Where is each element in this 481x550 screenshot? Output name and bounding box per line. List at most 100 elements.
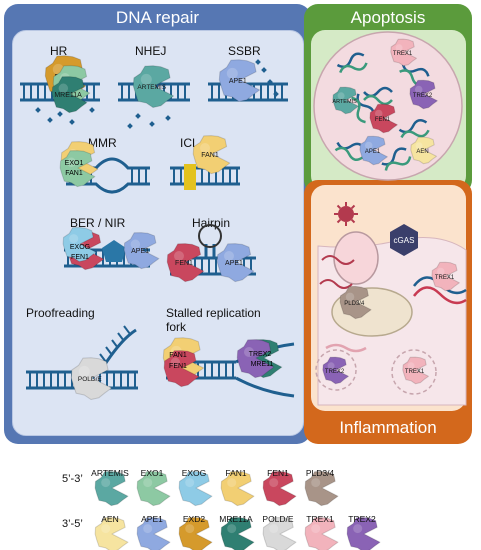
legend-53-pld3-4-icon (304, 471, 339, 507)
legend-53-exog-label: EXOG (182, 468, 207, 478)
legend-row1-label: 5’-3’ (62, 473, 83, 485)
enzyme-fen1: FEN1 (369, 103, 398, 134)
enzyme-ape1: APE1 (123, 232, 160, 270)
enzyme-fen1 (163, 350, 200, 388)
enzyme-pld3-4-label: PLD3/4 (344, 301, 365, 307)
nucleotide-fragment (165, 115, 171, 121)
nucleotide-fragment (127, 123, 133, 129)
cgas-label: cGAS (394, 236, 415, 245)
legend-35-exd2-label: EXD2 (183, 514, 205, 524)
label-proofreading: Proofreading (26, 306, 95, 320)
enzyme-ape1-label: APE1 (131, 248, 149, 255)
enzyme-mre11a-label: MRE11A (54, 92, 82, 99)
label-hr: HR (50, 44, 68, 58)
enzyme-fan1: FAN1 (192, 135, 231, 175)
dna-icl (170, 166, 240, 186)
label-ber-nir: BER / NIR (70, 216, 126, 230)
enzyme-pld3-4: PLD3/4 (339, 285, 372, 320)
enzyme-trex2: TREX2 (409, 79, 438, 110)
enzyme-aen-label: AEN (416, 149, 428, 155)
enzyme-exo1 (59, 150, 96, 188)
enzyme-trex2-label: TREX2 (325, 369, 345, 375)
legend-35-trex2-icon (346, 517, 381, 550)
enzyme-trex1: TREX1 (431, 261, 460, 292)
lesion-pentagon (102, 240, 126, 262)
label-hairpin: Hairpin (192, 216, 231, 230)
enzyme-trex2: TREX2 (322, 356, 349, 385)
enzyme-trex2 (236, 339, 275, 379)
cgas-hexagon: cGAS (390, 224, 418, 256)
legend-53-fen1-label: FEN1 (267, 468, 289, 478)
nucleotide-fragment (135, 113, 141, 119)
enzyme-ape1: APE1 (359, 135, 388, 166)
legend-53-fen1-icon (262, 471, 297, 507)
legend-53-exo1-label: EXO1 (141, 468, 164, 478)
legend-53-artemis-label: ARTEMIS (91, 468, 129, 478)
legend-35-ape1-icon (136, 517, 171, 550)
enzyme-artemis-label: ARTEMIS (137, 84, 166, 91)
legend-35-trex1-icon (304, 517, 339, 550)
legend-53-artemis-icon (94, 471, 129, 507)
legend-35-trex2-label: TREX2 (348, 514, 376, 524)
legend-35-aen-label: AEN (101, 514, 118, 524)
enzyme-fen1-label: FEN1 (175, 260, 193, 267)
label-ssbr: SSBR (228, 44, 261, 58)
enzyme-trex2-label: TREX2 (413, 93, 433, 99)
nucleotide-fragment (149, 121, 155, 127)
label-mmr: MMR (88, 136, 117, 150)
enzyme-mre11a: MRE11A (51, 76, 88, 114)
dna-fragment (398, 119, 430, 139)
nucleotide-fragment (69, 119, 75, 125)
dna-repair-title: DNA repair (115, 8, 200, 27)
dna-fragment (363, 86, 393, 106)
enzyme-pold-e-label: POLD/E (78, 376, 103, 383)
ber-fen1-label: FEN1 (71, 254, 89, 261)
legend-35-pold-e-icon (262, 517, 297, 550)
legend-53-exo1-icon (136, 471, 171, 507)
legend-53-fan1-icon (220, 471, 255, 507)
sf-fan1-label: FAN1 (169, 352, 187, 359)
legend-35-exd2-icon (178, 517, 213, 550)
enzyme-artemis-label: ARTEMIS (332, 99, 357, 105)
enzyme-trex1-label: TREX1 (393, 51, 413, 57)
legend-35-ape1-label: APE1 (141, 514, 163, 524)
legend-53-pld3-4-label: PLD3/4 (306, 468, 335, 478)
nucleotide-fragment (47, 117, 53, 123)
nucleotide-fragment (89, 107, 95, 113)
label-nhej: NHEJ (135, 44, 167, 58)
nucleotide-fragment (261, 67, 267, 73)
legend-53-fan1-label: FAN1 (225, 468, 247, 478)
crosslink (184, 164, 196, 190)
sf-mre11-label: MRE11 (251, 361, 274, 368)
nucleotide-fragment (35, 107, 41, 113)
enzyme-ape1: APE1 (218, 59, 261, 102)
legend-53-exog-icon (178, 471, 213, 507)
legend-35-mre11a-icon (220, 517, 255, 550)
legend-row2-label: 3’-5’ (62, 518, 83, 530)
enzyme-trex1-label: TREX1 (405, 369, 425, 375)
enzyme-fan1-label: FAN1 (201, 152, 219, 159)
hairpin-loop (198, 224, 222, 258)
dna-fragment (336, 52, 368, 74)
enzyme-trex1-label: TREX1 (435, 275, 455, 281)
ber-exog-label: EXOG (70, 244, 90, 251)
sf-trex2-label: TREX2 (249, 351, 272, 358)
legend-35-mre11a-label: MRE11A (219, 514, 253, 524)
legend-35-trex1-label: TREX1 (306, 514, 334, 524)
enzyme-trex1: TREX1 (390, 38, 417, 67)
nucleotide-fragment (255, 59, 261, 65)
legend-35-aen-icon (94, 517, 129, 550)
nucleotide-fragment (267, 79, 273, 85)
enzyme-exog (62, 227, 97, 263)
mmr-exo1-label: EXO1 (65, 160, 84, 167)
enzyme-fen1: FEN1 (166, 243, 205, 283)
apoptosis-title: Apoptosis (350, 8, 426, 27)
nucleotide-fragment (57, 111, 63, 117)
enzyme-artemis: ARTEMIS (132, 65, 175, 108)
enzyme-ape1-label: APE1 (225, 260, 243, 267)
enzyme-ape1-label: APE1 (229, 78, 247, 85)
enzyme-aen: AEN (410, 136, 437, 165)
nucleotide-fragment (273, 91, 279, 97)
enzyme-pold-e: POLD/E (70, 357, 113, 400)
